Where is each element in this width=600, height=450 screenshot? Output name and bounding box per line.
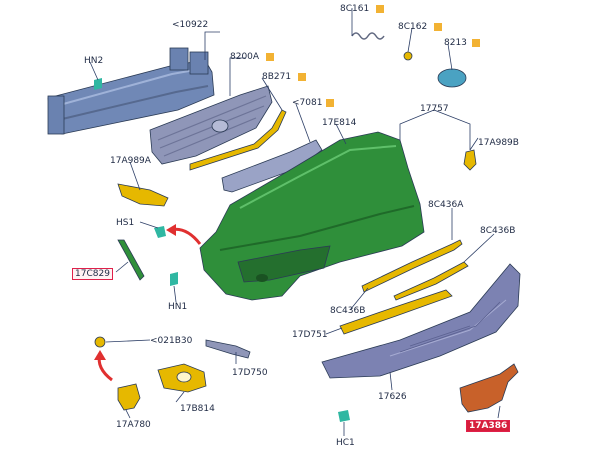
license-bracket xyxy=(459,363,519,413)
orange-square-badge-icon xyxy=(376,5,384,13)
label-hn1: HN1 xyxy=(168,302,188,312)
tow-eye-cover-right xyxy=(463,149,477,171)
nut-8c162 xyxy=(403,51,413,61)
label-17b814: 17B814 xyxy=(180,404,215,414)
emblem-8213 xyxy=(437,68,467,88)
curved-red-arrow-icon xyxy=(166,224,202,245)
orange-square-badge-icon xyxy=(266,53,274,61)
label-8c161: 8C161 xyxy=(340,4,370,14)
label-hc1: HC1 xyxy=(336,438,355,448)
label-8c162: 8C162 xyxy=(398,22,428,32)
label-17d750: 17D750 xyxy=(232,368,268,378)
side-strip-17c829 xyxy=(117,239,145,281)
orange-square-badge-icon xyxy=(434,23,442,31)
label-17a989a: 17A989A xyxy=(110,156,151,166)
label-17a386: 17A386 xyxy=(466,420,511,432)
label-17c829: 17C829 xyxy=(72,268,113,280)
label-17626: 17626 xyxy=(378,392,407,402)
label-8213: 8213 xyxy=(444,38,467,48)
bumper-cover xyxy=(199,131,425,301)
bumper-reinforcement xyxy=(47,47,215,135)
upper-grille xyxy=(149,85,273,165)
orange-square-badge-icon xyxy=(472,39,480,47)
orange-square-badge-icon xyxy=(326,99,334,107)
hn1-clip xyxy=(170,272,178,286)
label-17d751: 17D751 xyxy=(292,330,328,340)
label-8200a: 8200A xyxy=(230,52,260,62)
tow-hook-cap xyxy=(94,336,106,348)
orange-square-badge-icon xyxy=(298,73,306,81)
label-17e814: 17E814 xyxy=(322,118,357,128)
label-17757: 17757 xyxy=(420,104,449,114)
label-17a989b: 17A989B xyxy=(478,138,519,148)
reflector-left xyxy=(117,183,169,207)
label-8c436b-left: 8C436B xyxy=(330,306,366,316)
label-8c436b-right: 8C436B xyxy=(480,226,516,236)
label-hs1: HS1 xyxy=(116,218,135,228)
fog-lamp-strip xyxy=(205,339,251,359)
label-10922: <10922 xyxy=(172,20,209,30)
spring-8c161 xyxy=(351,32,385,40)
tow-hook-bracket xyxy=(117,383,141,411)
chrome-strip-lower xyxy=(339,289,453,335)
chrome-trim-right xyxy=(393,261,469,301)
label-7081: <7081 xyxy=(292,98,323,108)
hn2-clip xyxy=(94,78,102,90)
label-hn2: HN2 xyxy=(84,56,104,66)
label-17a780: 17A780 xyxy=(116,420,151,430)
curved-red-arrow-icon xyxy=(94,350,113,382)
skid-plate xyxy=(321,263,521,379)
label-021b30: <021B30 xyxy=(150,336,193,346)
label-8b271: 8B271 xyxy=(262,72,292,82)
hc1-clip xyxy=(338,410,350,422)
hs1-clip xyxy=(154,226,166,238)
label-8c436a: 8C436A xyxy=(428,200,464,210)
chrome-trim-upper xyxy=(361,239,463,293)
fog-lamp-bezel xyxy=(157,363,207,393)
leader-lines xyxy=(89,8,501,436)
